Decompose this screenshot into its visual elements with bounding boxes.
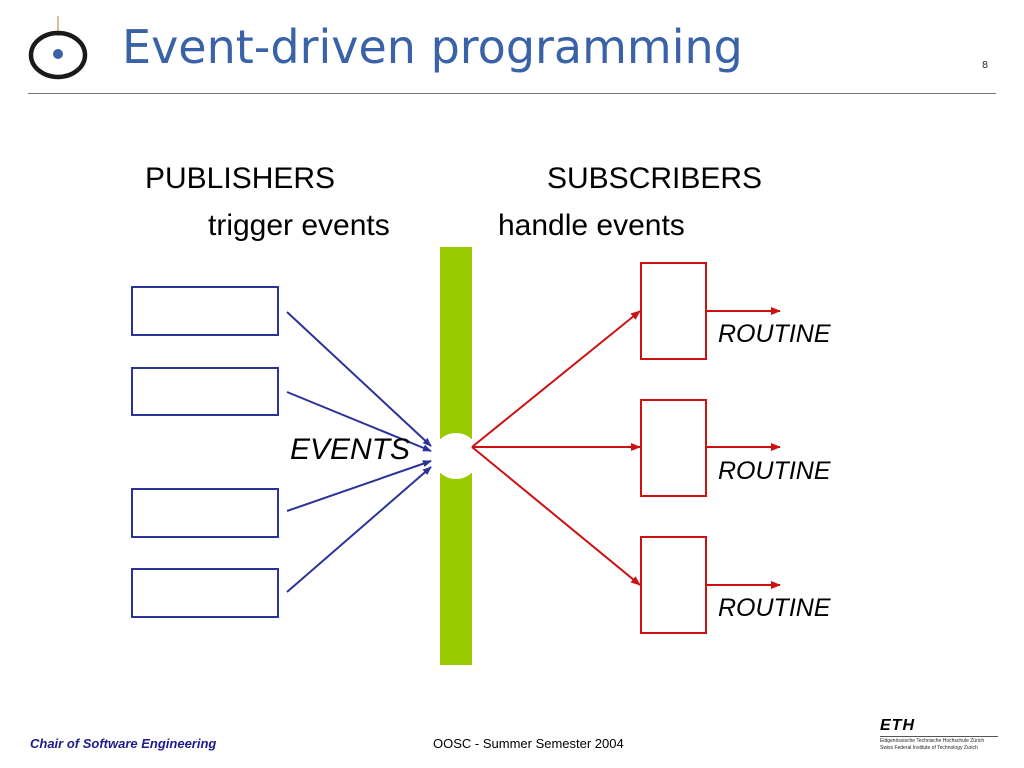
routine-label: ROUTINE — [718, 457, 831, 485]
subscribers-subheading: handle events — [498, 209, 685, 242]
footer-department: Chair of Software Engineering — [30, 736, 217, 751]
publisher-arrow — [286, 460, 432, 512]
publisher-box — [131, 367, 279, 416]
publisher-box — [131, 568, 279, 618]
page-number: 8 — [981, 60, 989, 71]
page-title: Event-driven programming — [122, 20, 743, 74]
title-divider — [28, 93, 996, 94]
eth-logo-divider — [880, 736, 998, 737]
publisher-arrow — [286, 466, 432, 593]
subscriber-box — [640, 536, 707, 634]
subscriber-arrow — [471, 310, 641, 448]
subscribers-heading: SUBSCRIBERS — [547, 162, 763, 195]
routine-label: ROUTINE — [718, 320, 831, 348]
eth-wordmark: ETH — [880, 717, 915, 734]
eth-logo-line: Eidgenössische Technische Hochschule Zür… — [880, 738, 985, 744]
footer-course: OOSC - Summer Semester 2004 — [433, 736, 624, 751]
publisher-arrow — [286, 391, 432, 452]
event-hub — [433, 433, 479, 479]
publisher-box — [131, 488, 279, 538]
subscriber-box — [640, 262, 707, 360]
routine-label: ROUTINE — [718, 594, 831, 622]
publisher-box — [131, 286, 279, 336]
events-label: EVENTS — [290, 433, 411, 466]
subscriber-box — [640, 399, 707, 497]
chair-logo-icon — [28, 16, 88, 80]
eth-logo: ETH Eidgenössische Technische Hochschule… — [880, 718, 998, 754]
publishers-heading: PUBLISHERS — [145, 162, 336, 195]
publishers-subheading: trigger events — [208, 209, 390, 242]
publisher-arrow — [286, 311, 432, 447]
subscriber-arrow — [471, 446, 641, 586]
eth-logo-line: Swiss Federal Institute of Technology Zu… — [880, 745, 978, 751]
